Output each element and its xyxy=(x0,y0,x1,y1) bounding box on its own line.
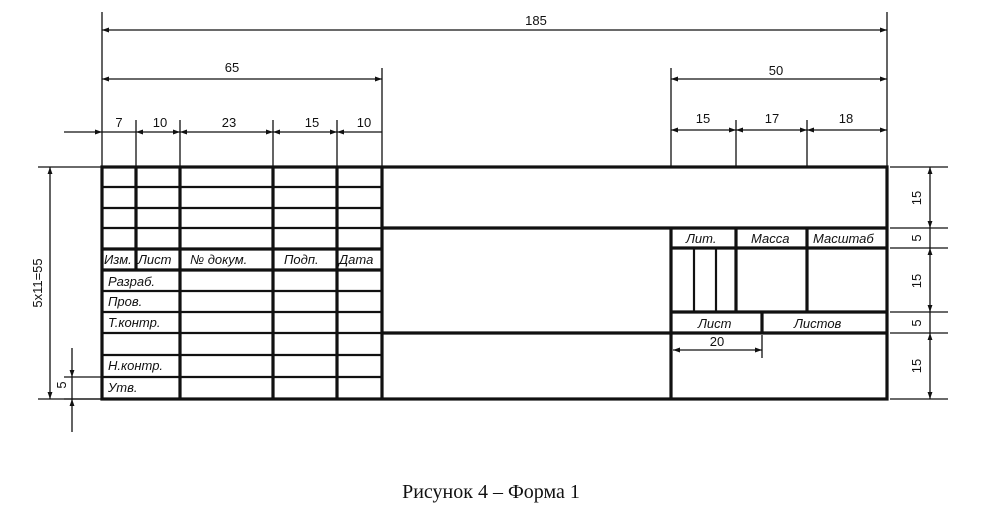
dim-right-v5b: 5 xyxy=(909,319,924,326)
label-utv: Утв. xyxy=(107,380,138,395)
dim-col-10b: 10 xyxy=(357,115,371,130)
label-dokum: № докум. xyxy=(190,252,247,267)
title-block-frame xyxy=(100,165,889,401)
dim-col-23: 23 xyxy=(222,115,236,130)
label-sheets-total: Листов xyxy=(793,316,842,331)
dim-col-7: 7 xyxy=(115,115,122,130)
dim-right-v15b: 15 xyxy=(909,274,924,288)
dim-right-18: 18 xyxy=(839,111,853,126)
dim-right-v15a: 15 xyxy=(909,191,924,205)
dim-left-5: 5 xyxy=(54,381,69,388)
label-razrab: Разраб. xyxy=(108,274,155,289)
label-tkontr: Т.контр. xyxy=(108,315,160,330)
dimension-lines xyxy=(47,27,933,432)
dim-right-17: 17 xyxy=(765,111,779,126)
dim-sheet-20: 20 xyxy=(710,334,724,349)
dim-65: 65 xyxy=(225,60,239,75)
dim-185: 185 xyxy=(525,13,547,28)
label-data: Дата xyxy=(337,252,373,267)
extension-lines xyxy=(38,12,948,400)
label-lit: Лит. xyxy=(685,231,716,246)
dim-right-v15c: 15 xyxy=(909,359,924,373)
label-prov: Пров. xyxy=(108,294,142,309)
label-masshtab: Масштаб xyxy=(813,231,874,246)
figure-caption: Рисунок 4 – Форма 1 xyxy=(402,481,580,503)
label-izm: Изм. xyxy=(104,252,132,267)
dim-col-15: 15 xyxy=(305,115,319,130)
dim-right-15: 15 xyxy=(696,111,710,126)
label-nkontr: Н.контр. xyxy=(108,358,163,373)
label-podp: Подп. xyxy=(284,252,319,267)
dim-right-v5a: 5 xyxy=(909,234,924,241)
dim-left-55: 5x11=55 xyxy=(30,258,45,307)
dim-col-10a: 10 xyxy=(153,115,167,130)
label-list: Лист xyxy=(137,252,172,267)
label-sheet: Лист xyxy=(697,316,732,331)
dim-50: 50 xyxy=(769,63,783,78)
label-massa: Масса xyxy=(751,231,789,246)
